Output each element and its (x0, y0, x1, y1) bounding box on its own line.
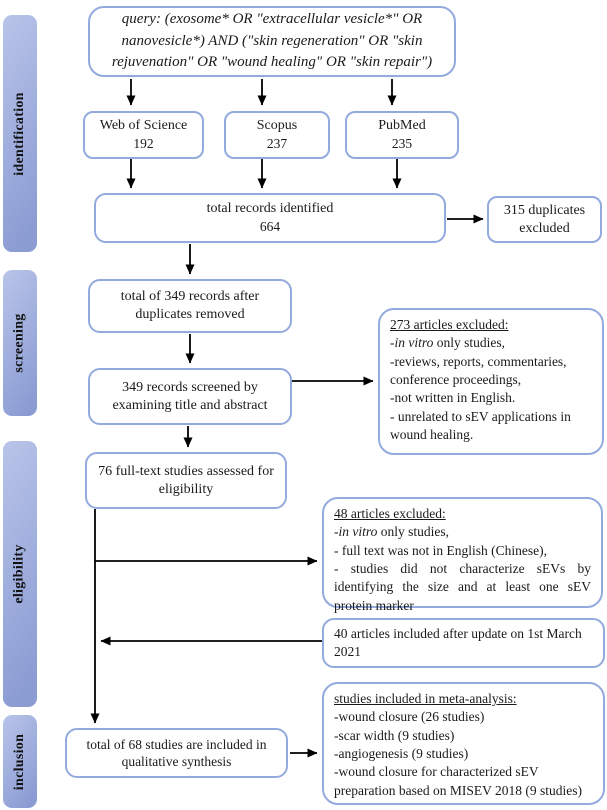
stage-label-eligibility: eligibility (12, 544, 27, 604)
stage-label-inclusion: inclusion (12, 733, 28, 790)
screening-excluded-header: 273 articles excluded: (390, 317, 509, 332)
eligibility-excluded-item: -in vitro only studies, (334, 523, 449, 541)
database-name: Scopus (256, 118, 298, 134)
meta-analysis-item: -angiogenesis (9 studies) (334, 746, 469, 762)
meta-analysis-item: -wound closure for characterized sEV pre… (334, 764, 582, 798)
web-of-science-box: Web of Science 192 (83, 111, 204, 159)
total-records-count: 664 (259, 219, 281, 235)
eligibility-excluded-item: - studies did not characterize sEVs by i… (334, 561, 591, 613)
records-screened-box: 349 records screened by examining title … (88, 368, 292, 425)
database-name: Web of Science (99, 118, 188, 134)
qualitative-synthesis-label: total of 68 studies are included in qual… (86, 736, 267, 769)
query-text: query: (exosome* OR "extracellular vesic… (111, 10, 433, 71)
fulltext-assessed-box: 76 full-text studies assessed for eligib… (85, 452, 287, 509)
after-duplicates-label: total of 349 records after duplicates re… (120, 289, 260, 322)
update-included-box: 40 articles included after update on 1st… (322, 618, 605, 668)
in-vitro-italic: -in vitro (334, 524, 378, 540)
in-vitro-italic: -in vitro (390, 335, 434, 351)
database-count: 235 (391, 136, 413, 152)
duplicates-excluded-label: 315 duplicates excluded (503, 202, 586, 236)
meta-analysis-item: -scar width (9 studies) (334, 727, 455, 743)
stage-bar-inclusion: inclusion (3, 715, 37, 808)
total-records-box: total records identified 664 (94, 193, 446, 243)
screening-excluded-item: -reviews, reports, commentaries, confere… (390, 353, 567, 388)
stage-label-screening: screening (12, 313, 27, 373)
total-records-label: total records identified (206, 201, 334, 217)
meta-analysis-box: studies included in meta-analysis: -woun… (322, 682, 605, 805)
in-vitro-rest: only studies, (377, 524, 450, 540)
stage-bar-screening: screening (3, 270, 37, 416)
eligibility-excluded-box: 48 articles excluded: -in vitro only stu… (322, 497, 603, 613)
database-count: 192 (133, 136, 154, 152)
screening-excluded-box: 273 articles excluded: -in vitro only st… (378, 308, 604, 455)
fulltext-assessed-label: 76 full-text studies assessed for eligib… (98, 463, 274, 497)
query-box: query: (exosome* OR "extracellular vesic… (88, 6, 456, 77)
stage-label-identification: identification (12, 91, 27, 176)
stage-bar-identification: identification (3, 15, 37, 252)
database-count: 237 (266, 136, 288, 152)
update-included-label: 40 articles included after update on 1st… (334, 625, 582, 659)
eligibility-excluded-header: 48 articles excluded: (334, 506, 446, 521)
pubmed-box: PubMed 235 (345, 111, 459, 159)
eligibility-excluded-item: - full text was not in English (Chinese)… (334, 542, 547, 558)
screening-excluded-item: -not written in English. (390, 390, 516, 406)
in-vitro-rest: only studies, (433, 335, 506, 351)
meta-analysis-item: -wound closure (26 studies) (334, 709, 485, 725)
duplicates-excluded-box: 315 duplicates excluded (487, 196, 602, 243)
scopus-box: Scopus 237 (224, 111, 330, 159)
after-duplicates-box: total of 349 records after duplicates re… (88, 279, 292, 333)
screening-excluded-item: -in vitro only studies, (390, 334, 505, 352)
screening-excluded-item: - unrelated to sEV applications in wound… (390, 408, 571, 443)
database-name: PubMed (378, 118, 426, 134)
qualitative-synthesis-box: total of 68 studies are included in qual… (65, 728, 288, 778)
records-screened-label: 349 records screened by examining title … (112, 379, 268, 413)
stage-bar-eligibility: eligibility (3, 441, 37, 707)
meta-analysis-header: studies included in meta-analysis: (334, 691, 517, 706)
